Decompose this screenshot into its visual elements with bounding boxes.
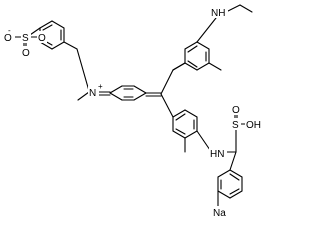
bond-line: [160, 69, 174, 95]
bond-line: [172, 62, 186, 71]
bond-line: [109, 85, 123, 94]
sulfonic-sulfur: S: [232, 120, 239, 131]
sulfonic-hydroxyl: OH: [246, 120, 261, 131]
bond-line: [133, 85, 147, 94]
bond-line: [172, 130, 186, 139]
bond-line: [196, 62, 210, 71]
bond-line: [187, 45, 198, 53]
bond-line: [39, 20, 53, 29]
bond-line: [184, 109, 198, 118]
bond-line: [196, 17, 217, 43]
bond-line: [196, 41, 210, 50]
bond-line: [229, 151, 237, 171]
bond-line: [51, 41, 65, 50]
bond-line: [42, 24, 53, 31]
bond-lines: [14, 4, 253, 207]
ethylamino-nh: NH: [211, 8, 225, 19]
bond-line: [229, 169, 243, 178]
bond-line: [229, 173, 240, 181]
bond-line: [184, 62, 198, 71]
bond-line: [39, 41, 53, 50]
bond-line: [239, 4, 253, 13]
lower-amine-hn: HN: [210, 149, 224, 160]
bond-line: [184, 130, 198, 139]
bond-line: [229, 188, 240, 195]
atom-labels: O - S O O N + NH HN S OH O Na: [3, 6, 265, 219]
bond-line: [160, 93, 174, 118]
bond-line: [217, 169, 231, 178]
iminium-plus-charge: +: [98, 82, 103, 91]
iminium-nitrogen: N: [89, 88, 96, 99]
sulfonate-oxygen-anion: O: [4, 33, 12, 44]
bond-line: [109, 92, 123, 101]
bond-line: [208, 62, 222, 71]
bond-line: [172, 109, 186, 118]
bond-line: [196, 130, 211, 151]
sulfonate-sulfur: S: [22, 33, 29, 44]
sulfonic-oxygen: O: [232, 105, 240, 116]
bond-line: [77, 91, 90, 101]
bond-line: [184, 41, 198, 50]
bond-line: [187, 60, 198, 68]
bond-line: [133, 92, 147, 101]
bond-line: [175, 128, 186, 135]
sulfonate-oxygen-right: O: [38, 33, 46, 44]
sodium-atom: Na: [213, 208, 226, 219]
sulfonate-minus-sign: -: [8, 26, 11, 35]
bond-line: [63, 41, 78, 50]
bond-line: [51, 20, 65, 29]
bond-line: [217, 190, 231, 199]
bond-line: [227, 4, 241, 12]
bond-line: [229, 190, 243, 199]
sulfonate-oxygen-down: O: [22, 48, 30, 59]
bond-line: [175, 113, 186, 121]
chemical-structure: O - S O O N + NH HN S OH O Na: [3, 4, 265, 219]
bond-line: [76, 48, 90, 92]
